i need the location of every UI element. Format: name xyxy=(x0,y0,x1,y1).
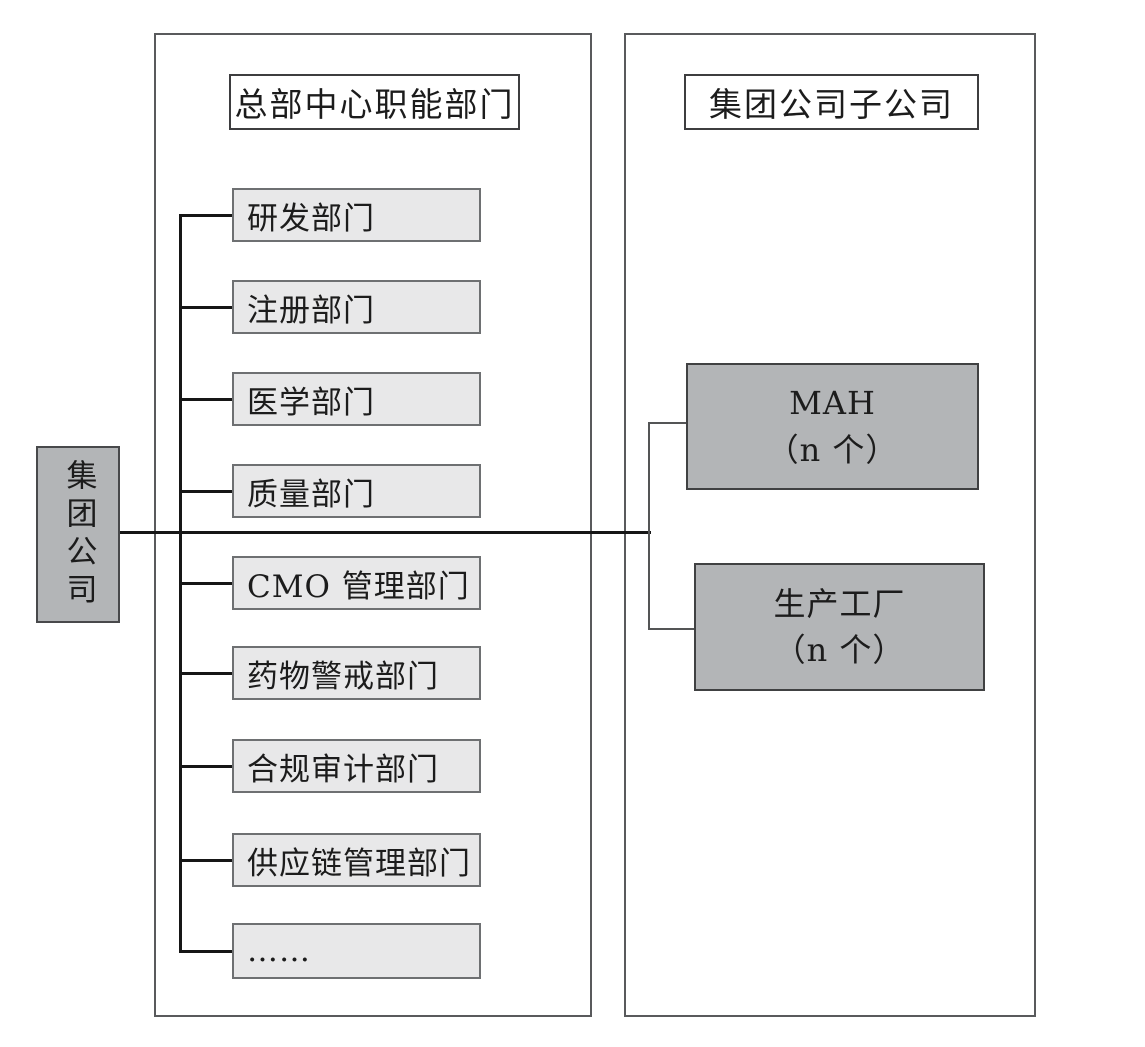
group-company-node: 集团公司 xyxy=(36,446,120,623)
subsidiaries-panel xyxy=(624,33,1036,1017)
mah-node-count: （n 个） xyxy=(766,430,899,469)
subsidiaries-panel-title: 集团公司子公司 xyxy=(684,74,979,130)
branch-line xyxy=(179,398,232,401)
branch-line xyxy=(179,490,232,493)
subsidiaries-panel-title-label: 集团公司子公司 xyxy=(709,85,954,124)
factory-branch-line xyxy=(648,628,696,630)
dept-label: 药物警戒部门 xyxy=(247,658,439,695)
branch-line xyxy=(179,859,232,862)
factory-node: 生产工厂 （n 个） xyxy=(694,563,985,691)
mah-node: MAH （n 个） xyxy=(686,363,979,490)
branch-line xyxy=(179,950,232,953)
dept-label: 医学部门 xyxy=(247,384,375,421)
dept-node-supply-chain: 供应链管理部门 xyxy=(232,833,481,887)
dept-label: 注册部门 xyxy=(247,292,375,329)
subsidiaries-trunk-line xyxy=(648,422,650,630)
mah-node-name: MAH xyxy=(789,384,876,423)
hq-panel-title-label: 总部中心职能部门 xyxy=(234,85,515,124)
factory-node-count: （n 个） xyxy=(773,631,906,669)
branch-line xyxy=(179,672,232,675)
hq-panel-title: 总部中心职能部门 xyxy=(229,74,520,130)
dept-label: 合规审计部门 xyxy=(247,751,439,788)
dept-label: 质量部门 xyxy=(247,476,375,513)
dept-label: 供应链管理部门 xyxy=(247,845,471,882)
branch-line xyxy=(179,214,232,217)
branch-line xyxy=(179,582,232,585)
dept-label: 研发部门 xyxy=(247,200,375,237)
dept-node-rd: 研发部门 xyxy=(232,188,481,242)
dept-node-compliance-audit: 合规审计部门 xyxy=(232,739,481,793)
dept-node-pharmacovigilance: 药物警戒部门 xyxy=(232,646,481,700)
root-main-connector-line xyxy=(118,531,651,534)
dept-node-medical: 医学部门 xyxy=(232,372,481,426)
dept-label: …… xyxy=(247,933,311,969)
dept-node-ellipsis: …… xyxy=(232,923,481,979)
branch-line xyxy=(179,765,232,768)
dept-label: CMO 管理部门 xyxy=(247,568,470,605)
dept-node-cmo: CMO 管理部门 xyxy=(232,556,481,610)
mah-branch-line xyxy=(648,422,688,424)
branch-line xyxy=(179,306,232,309)
group-company-label: 集团公司 xyxy=(60,458,97,611)
dept-node-registration: 注册部门 xyxy=(232,280,481,334)
dept-node-quality: 质量部门 xyxy=(232,464,481,518)
factory-node-name: 生产工厂 xyxy=(773,584,906,623)
